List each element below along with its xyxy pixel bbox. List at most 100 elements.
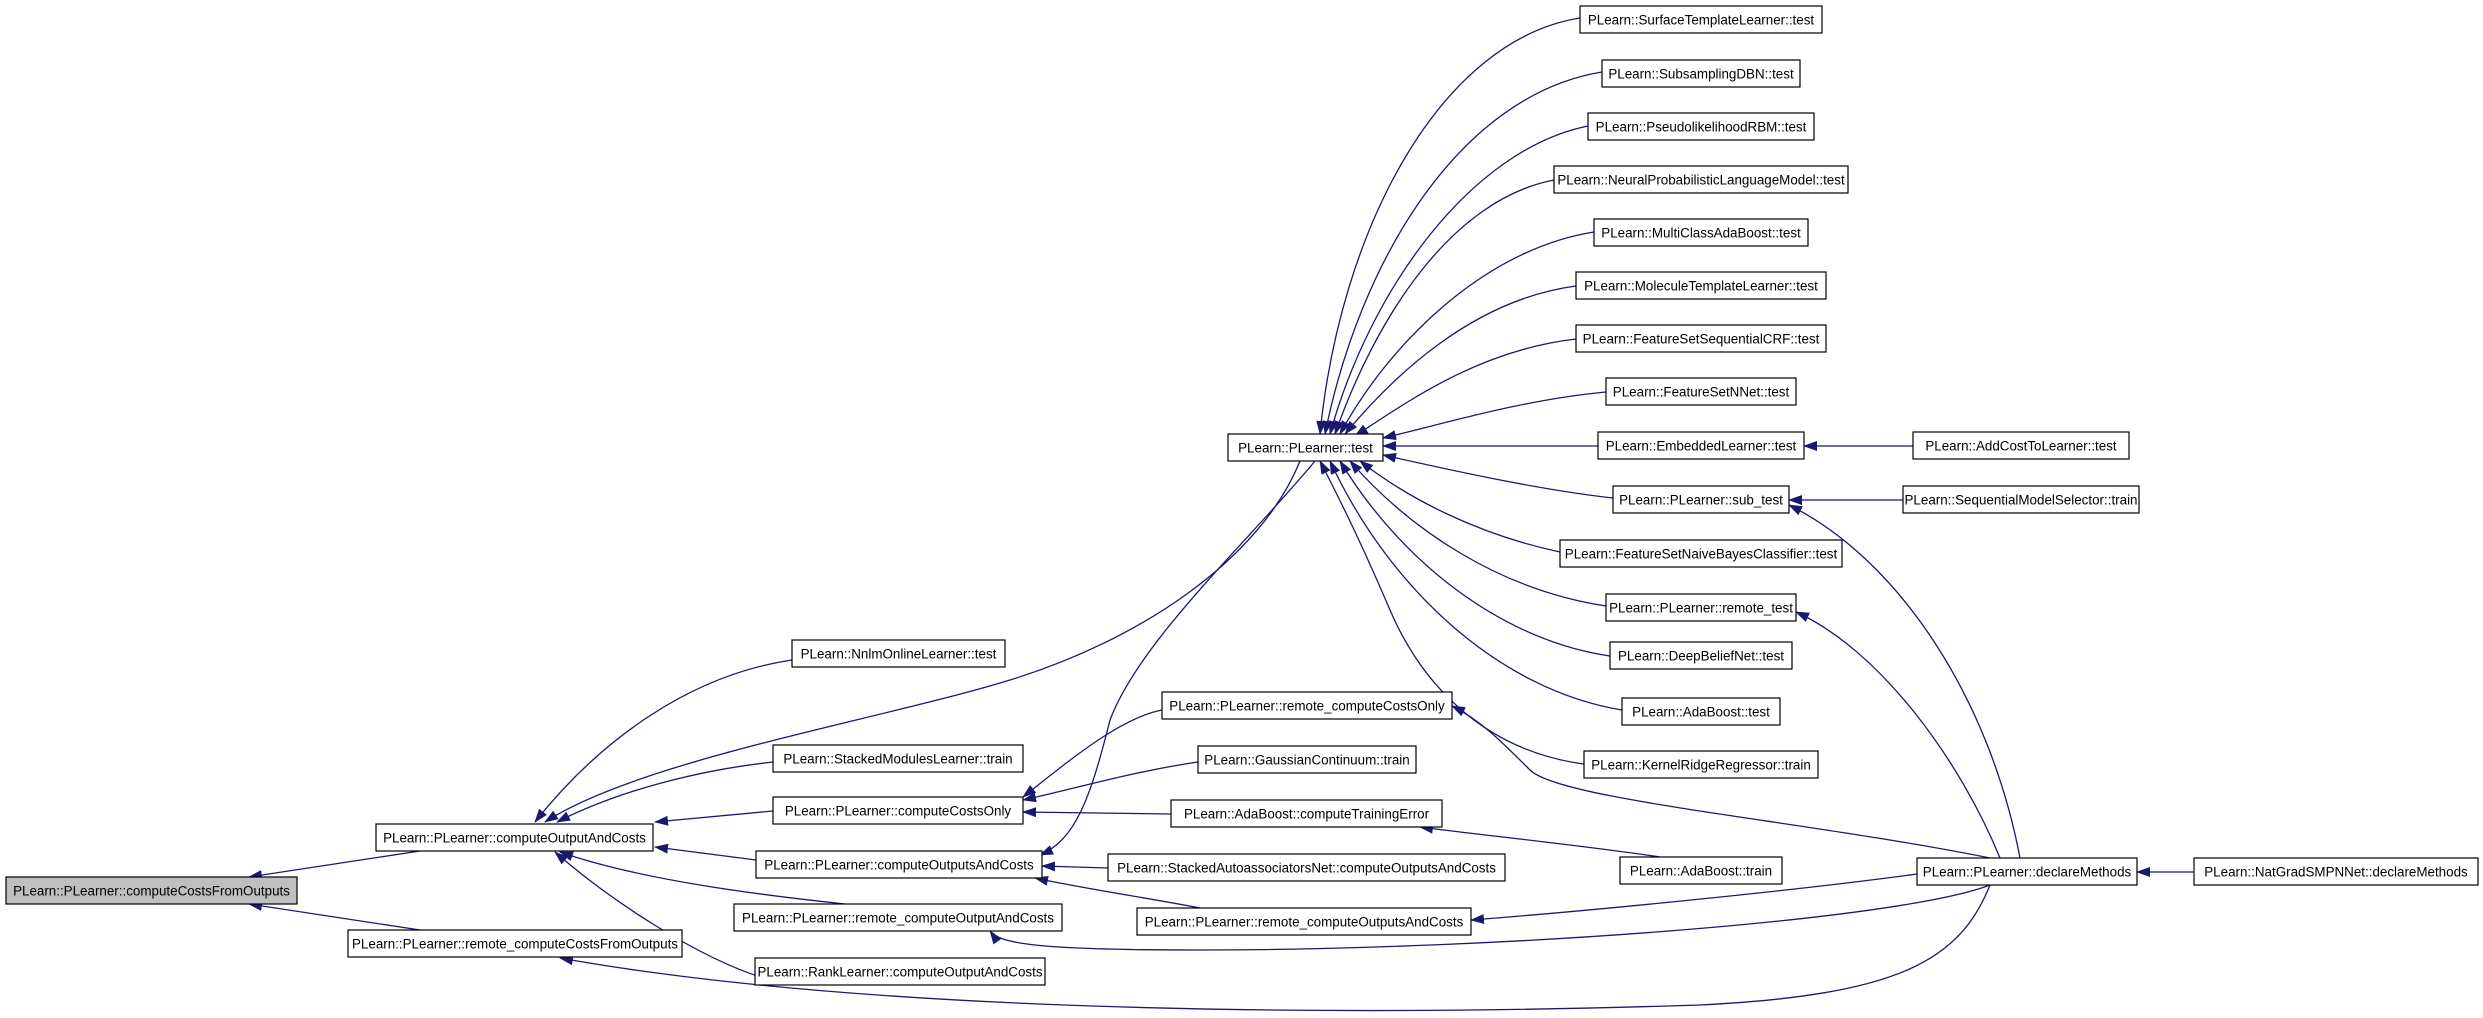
node-computeCostsFromOutputs[interactable]: PLearn::PLearner::computeCostsFromOutput…	[5, 876, 298, 905]
node-GaussianContinuum_train[interactable]: PLearn::GaussianContinuum::train	[1197, 745, 1417, 774]
node-box[interactable]	[1583, 750, 1819, 779]
node-box[interactable]	[347, 929, 683, 958]
node-box[interactable]	[1593, 218, 1809, 247]
node-AdaBoost_train[interactable]: PLearn::AdaBoost::train	[1619, 856, 1783, 885]
node-MoleculeTemplateLearner_test[interactable]: PLearn::MoleculeTemplateLearner::test	[1575, 271, 1827, 300]
edge-PLearner_test-to-computeOutputsAndCosts	[1039, 460, 1316, 856]
node-box[interactable]	[1902, 485, 2140, 514]
node-label: PLearn::StackedAutoassociatorsNet::compu…	[1117, 861, 1496, 876]
node-FeatureSetSequentialCRF_test[interactable]: PLearn::FeatureSetSequentialCRF::test	[1575, 324, 1827, 353]
edge-StackedAutoassociatorsNet_computeOutputsAndCosts-to-computeOutputsAndCosts	[1041, 861, 1109, 872]
node-AdaBoost_test[interactable]: PLearn::AdaBoost::test	[1621, 697, 1781, 726]
node-SequentialModelSelector_train[interactable]: PLearn::SequentialModelSelector::train	[1902, 485, 2140, 514]
edge-remote_test-to-PLearner_test	[1349, 460, 1607, 607]
node-computeOutputAndCosts[interactable]: PLearn::PLearner::computeOutputAndCosts	[375, 823, 654, 852]
node-remote_test[interactable]: PLearn::PLearner::remote_test	[1605, 593, 1797, 622]
node-label: PLearn::SequentialModelSelector::train	[1905, 493, 2138, 508]
node-KernelRidgeRegressor_train[interactable]: PLearn::KernelRidgeRegressor::train	[1583, 750, 1819, 779]
node-box[interactable]	[5, 876, 298, 905]
node-box[interactable]	[1227, 433, 1384, 462]
node-box[interactable]	[1916, 857, 2138, 886]
node-box[interactable]	[1579, 5, 1823, 34]
node-label: PLearn::PseudolikelihoodRBM::test	[1596, 120, 1807, 135]
edge-MultiClassAdaBoost_test-to-PLearner_test	[1339, 231, 1595, 435]
node-box[interactable]	[1553, 165, 1849, 194]
edge-GaussianContinuum_train-to-computeCostsOnly	[1022, 761, 1199, 803]
node-box[interactable]	[755, 850, 1043, 879]
node-StackedModulesLearner_train[interactable]: PLearn::StackedModulesLearner::train	[772, 744, 1024, 773]
node-RankLearner_computeOutputAndCosts[interactable]: PLearn::RankLearner::computeOutputAndCos…	[754, 957, 1046, 986]
node-AddCostToLearner_test[interactable]: PLearn::AddCostToLearner::test	[1912, 431, 2130, 460]
node-box[interactable]	[772, 744, 1024, 773]
edge-StackedModulesLearner_train-to-computeOutputAndCosts	[556, 761, 774, 823]
node-box[interactable]	[1619, 856, 1783, 885]
edges-layer	[248, 17, 2194, 1012]
node-DeepBeliefNet_test[interactable]: PLearn::DeepBeliefNet::test	[1609, 641, 1793, 670]
node-label: PLearn::SurfaceTemplateLearner::test	[1588, 13, 1815, 28]
edge-PLearner_test-to-computeOutputAndCosts	[544, 460, 1301, 823]
edge-computeOutputAndCosts-to-computeCostsFromOutputs	[248, 850, 421, 880]
node-NeuralProbabilisticLanguageModel_test[interactable]: PLearn::NeuralProbabilisticLanguageModel…	[1553, 165, 1849, 194]
node-box[interactable]	[1587, 112, 1815, 141]
node-box[interactable]	[733, 903, 1063, 932]
node-box[interactable]	[1912, 431, 2130, 460]
node-box[interactable]	[1170, 799, 1443, 828]
node-SubsamplingDBN_test[interactable]: PLearn::SubsamplingDBN::test	[1601, 59, 1801, 88]
node-label: PLearn::RankLearner::computeOutputAndCos…	[757, 965, 1042, 980]
node-label: PLearn::PLearner::sub_test	[1619, 493, 1783, 508]
node-box[interactable]	[1136, 907, 1472, 936]
node-box[interactable]	[754, 957, 1046, 986]
node-box[interactable]	[375, 823, 654, 852]
node-box[interactable]	[1612, 485, 1790, 514]
node-box[interactable]	[1605, 593, 1797, 622]
node-box[interactable]	[1107, 853, 1506, 882]
node-MultiClassAdaBoost_test[interactable]: PLearn::MultiClassAdaBoost::test	[1593, 218, 1809, 247]
node-FeatureSetNNet_test[interactable]: PLearn::FeatureSetNNet::test	[1605, 377, 1797, 406]
node-remote_computeCostsFromOutputs[interactable]: PLearn::PLearner::remote_computeCostsFro…	[347, 929, 683, 958]
node-box[interactable]	[1197, 745, 1417, 774]
edge-declareMethods-to-remote_test	[1795, 611, 2001, 859]
node-declareMethods[interactable]: PLearn::PLearner::declareMethods	[1916, 857, 2138, 886]
node-box[interactable]	[1601, 59, 1801, 88]
node-box[interactable]	[791, 639, 1006, 668]
node-StackedAutoassociatorsNet_computeOutputsAndCosts[interactable]: PLearn::StackedAutoassociatorsNet::compu…	[1107, 853, 1506, 882]
node-EmbeddedLearner_test[interactable]: PLearn::EmbeddedLearner::test	[1597, 431, 1805, 460]
node-label: PLearn::PLearner::computeOutputAndCosts	[383, 831, 646, 846]
edge-remote_computeOutputsAndCosts-to-computeOutputsAndCosts	[1034, 875, 1201, 909]
node-label: PLearn::AdaBoost::computeTrainingError	[1184, 807, 1430, 822]
node-FeatureSetNaiveBayesClassifier_test[interactable]: PLearn::FeatureSetNaiveBayesClassifier::…	[1559, 539, 1843, 568]
node-PLearner_test[interactable]: PLearn::PLearner::test	[1227, 433, 1384, 462]
node-computeOutputsAndCosts[interactable]: PLearn::PLearner::computeOutputsAndCosts	[755, 850, 1043, 879]
node-label: PLearn::StackedModulesLearner::train	[783, 752, 1012, 767]
edge-declareMethods-to-remote_computeCostsOnly	[1451, 705, 1991, 859]
node-box[interactable]	[1559, 539, 1843, 568]
node-label: PLearn::EmbeddedLearner::test	[1606, 439, 1797, 454]
node-remote_computeCostsOnly[interactable]: PLearn::PLearner::remote_computeCostsOnl…	[1161, 691, 1453, 720]
node-box[interactable]	[1609, 641, 1793, 670]
node-AdaBoost_computeTrainingError[interactable]: PLearn::AdaBoost::computeTrainingError	[1170, 799, 1443, 828]
node-box[interactable]	[1597, 431, 1805, 460]
node-remote_computeOutputAndCosts[interactable]: PLearn::PLearner::remote_computeOutputAn…	[733, 903, 1063, 932]
node-box[interactable]	[1161, 691, 1453, 720]
node-box[interactable]	[772, 796, 1024, 825]
node-PseudolikelihoodRBM_test[interactable]: PLearn::PseudolikelihoodRBM::test	[1587, 112, 1815, 141]
edge-AdaBoost_train-to-AdaBoost_computeTrainingError	[1419, 823, 1661, 858]
node-SurfaceTemplateLearner_test[interactable]: PLearn::SurfaceTemplateLearner::test	[1579, 5, 1823, 34]
node-label: PLearn::PLearner::remote_computeOutputAn…	[742, 911, 1054, 926]
node-box[interactable]	[2193, 857, 2479, 886]
node-box[interactable]	[1575, 324, 1827, 353]
node-label: PLearn::PLearner::declareMethods	[1923, 865, 2132, 880]
node-box[interactable]	[1575, 271, 1827, 300]
node-computeCostsOnly[interactable]: PLearn::PLearner::computeCostsOnly	[772, 796, 1024, 825]
node-label: PLearn::DeepBeliefNet::test	[1618, 649, 1784, 664]
node-NatGradSMPNNet_declareMethods[interactable]: PLearn::NatGradSMPNNet::declareMethods	[2193, 857, 2479, 886]
edge-KernelRidgeRegressor_train-to-PLearner_test	[1319, 460, 1585, 765]
node-NnlmOnlineLearner_test[interactable]: PLearn::NnlmOnlineLearner::test	[791, 639, 1006, 668]
node-box[interactable]	[1605, 377, 1797, 406]
node-box[interactable]	[1621, 697, 1781, 726]
node-sub_test[interactable]: PLearn::PLearner::sub_test	[1612, 485, 1790, 514]
node-remote_computeOutputsAndCosts[interactable]: PLearn::PLearner::remote_computeOutputsA…	[1136, 907, 1472, 936]
node-label: PLearn::FeatureSetSequentialCRF::test	[1583, 332, 1820, 347]
node-label: PLearn::MoleculeTemplateLearner::test	[1584, 279, 1818, 294]
edge-remote_computeOutputAndCosts-to-computeOutputAndCosts	[559, 851, 846, 905]
